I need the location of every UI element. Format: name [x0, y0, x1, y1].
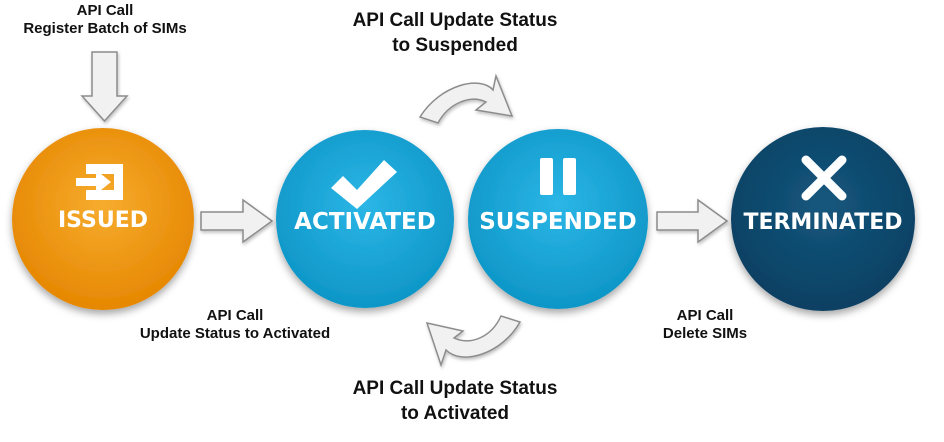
suspend-label: API Call Update Status to Suspended: [300, 9, 610, 58]
delete-label: API Call Delete SIMs: [620, 307, 790, 343]
activate-label-line2: Update Status to Activated: [139, 325, 331, 342]
reactivate-curved-arrow: [425, 315, 522, 368]
suspend-label-line1: API Call Update Status: [352, 10, 558, 31]
state-label-issued: ISSUED: [58, 208, 148, 233]
pause-icon: [540, 158, 576, 195]
check-icon: [331, 160, 397, 209]
state-label-suspended: SUSPENDED: [479, 209, 637, 235]
reactivate-label: API Call Update Status to Activated: [300, 377, 610, 426]
suspend-label-line2: to Suspended: [392, 34, 518, 56]
state-label-terminated: TERMINATED: [743, 210, 902, 235]
state-activated: [276, 130, 454, 308]
state-suspended: [468, 129, 648, 309]
reactivate-label-line2: to Activated: [400, 402, 510, 424]
state-label-activated: ACTIVATED: [294, 209, 436, 235]
register-label-line2: Register Batch of SIMs: [23, 20, 187, 37]
state-issued: [12, 128, 194, 310]
activate-arrow: [200, 198, 274, 244]
delete-label-line2: Delete SIMs: [662, 325, 748, 342]
register-label-line1: API Call: [76, 2, 134, 19]
register-arrow: [80, 51, 129, 123]
delete-label-line1: API Call: [676, 307, 734, 324]
delete-arrow: [656, 198, 729, 244]
login-icon: [76, 164, 123, 200]
suspend-curved-arrow: [418, 73, 514, 124]
activate-label-line1: API Call: [206, 307, 264, 324]
activate-label: API Call Update Status to Activated: [100, 307, 370, 343]
close-icon: [801, 155, 847, 201]
state-terminated: [731, 127, 915, 311]
reactivate-label-line1: API Call Update Status: [352, 378, 558, 399]
register-label: API Call Register Batch of SIMs: [0, 2, 210, 38]
